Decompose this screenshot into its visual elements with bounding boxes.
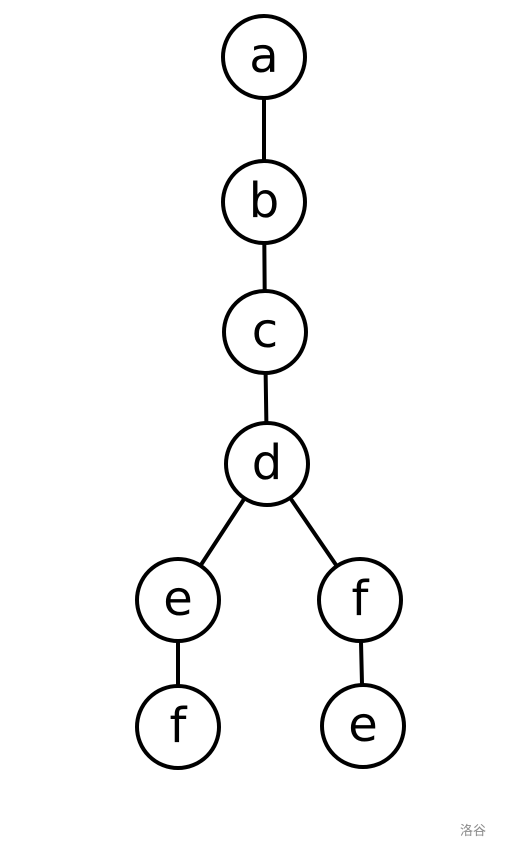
tree-node-n7: f <box>135 684 221 770</box>
node-circle <box>320 683 406 769</box>
node-circle <box>221 159 307 245</box>
tree-nodes: a b c d e f f e <box>135 14 406 770</box>
node-label: e <box>348 697 378 753</box>
tree-node-n4: d <box>224 421 310 507</box>
tree-node-n6: f <box>317 557 403 643</box>
node-circle <box>135 684 221 770</box>
node-label: f <box>170 698 188 754</box>
tree-node-n5: e <box>135 557 221 643</box>
node-circle <box>135 557 221 643</box>
node-circle <box>317 557 403 643</box>
node-label: b <box>249 173 279 229</box>
tree-node-n1: a <box>221 14 307 100</box>
tree-node-n8: e <box>320 683 406 769</box>
tree-node-n3: c <box>222 289 308 375</box>
node-label: c <box>252 303 278 359</box>
node-label: a <box>249 28 278 84</box>
node-label: d <box>252 435 282 491</box>
node-circle <box>222 289 308 375</box>
node-circle <box>224 421 310 507</box>
node-label: f <box>352 571 370 627</box>
node-circle <box>221 14 307 100</box>
node-label: e <box>163 571 193 627</box>
watermark-text: 洛谷 <box>460 824 487 839</box>
tree-node-n2: b <box>221 159 307 245</box>
